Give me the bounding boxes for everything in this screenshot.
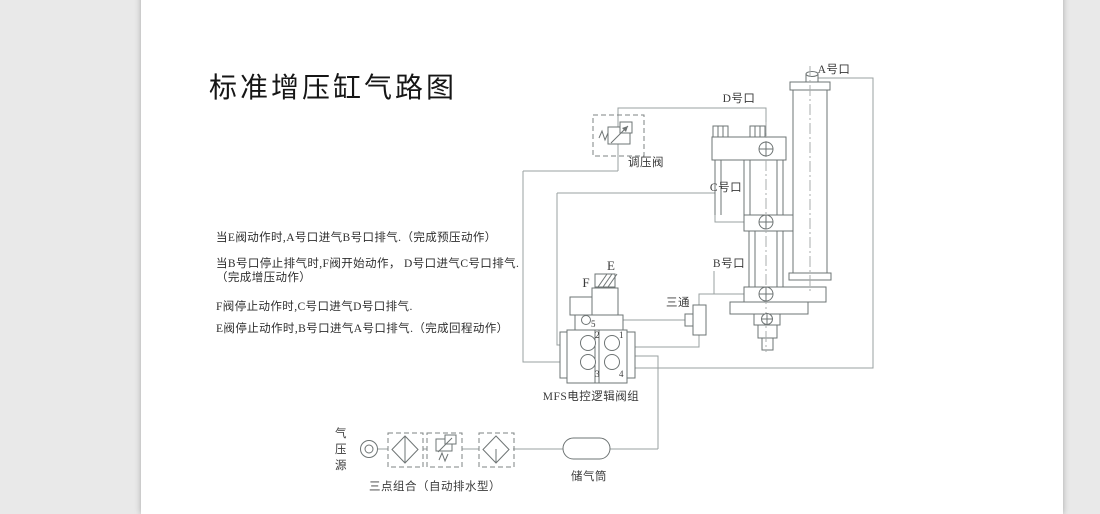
pipe-tee-to-port1	[635, 335, 700, 348]
c-port-boss	[758, 214, 774, 230]
port-number-2: 2	[595, 330, 600, 340]
mount-flange	[729, 301, 809, 315]
tee-fitting	[684, 304, 707, 336]
f-valve-label: F	[582, 275, 589, 290]
port-number-1: 1	[619, 330, 624, 340]
ram-port-boss	[761, 313, 773, 325]
ram-body	[757, 324, 778, 339]
frl-unit	[387, 432, 515, 468]
air-tank-label: 储气筒	[571, 469, 607, 483]
e-valve-label: E	[607, 258, 615, 273]
valve-block-left-tab	[559, 331, 568, 379]
note-preload-action: 当E阀动作时,A号口进气B号口排气.（完成预压动作）	[216, 232, 497, 244]
pipe-a-branch	[635, 77, 874, 369]
valve-block-right-tab	[626, 331, 636, 379]
valve-port-1	[604, 335, 620, 351]
d-port-boss	[758, 141, 774, 157]
cylinder-bottom-plate	[743, 286, 827, 303]
mfs-valve-block: 5 2 1 3 4	[559, 273, 636, 384]
a-port-label: A号口	[818, 63, 851, 76]
filter-box	[387, 432, 424, 468]
tie-rod-nut-left	[712, 125, 729, 138]
booster-cylinder	[711, 66, 832, 352]
note-return-action: E阀停止动作时,B号口进气A号口排气.（完成回程动作）	[216, 323, 509, 335]
port-number-5: 5	[591, 319, 596, 329]
pipe-b-branch	[698, 271, 759, 305]
a-port-fitting-cap	[805, 71, 819, 77]
air-source-char-3: 源	[335, 458, 347, 472]
air-source-char-1: 气	[335, 426, 347, 440]
air-source	[360, 440, 378, 458]
tie-rod-nut-right-lines	[754, 126, 761, 137]
valve-block-divider	[594, 330, 600, 383]
pressure-regulator	[592, 114, 645, 157]
b-port-label: B号口	[713, 257, 745, 270]
port-number-4: 4	[619, 369, 624, 379]
air-source-inner-circle	[364, 444, 374, 454]
tee-bar	[692, 304, 707, 336]
b-port-boss	[758, 286, 774, 302]
upper-tie-rods	[714, 160, 784, 215]
valve-port-3	[580, 354, 596, 370]
tie-rod-nut-right	[749, 125, 766, 138]
port-number-3: 3	[595, 369, 600, 379]
ram-tip	[761, 337, 774, 351]
regulator-arrowhead	[622, 126, 628, 132]
frl-regulator-spring-icon	[438, 451, 449, 463]
lower-tie-rods	[748, 231, 784, 287]
lubricator-box	[478, 432, 515, 468]
f-valve-pilot-cap	[569, 296, 596, 316]
frl-regulator-box	[426, 432, 463, 468]
solenoid-hatch	[597, 273, 618, 288]
valve-port-5	[581, 315, 591, 325]
e-valve-stem	[591, 287, 619, 316]
regulator-label: 调压阀	[628, 155, 664, 169]
air-tank-capsule	[562, 437, 611, 460]
note-f-valve-stop: F阀停止动作时,C号口进气D号口排气.	[216, 301, 413, 313]
regulator-spring-icon	[598, 129, 609, 142]
drawing-title: 标准增压缸气路图	[209, 73, 458, 104]
cylinder-top-plate	[711, 136, 787, 161]
drawing-page	[141, 0, 1063, 514]
tee-label: 三通	[666, 296, 690, 309]
valve-port-4	[604, 354, 620, 370]
pipe-supply-line	[377, 355, 659, 450]
tie-rod-nut-left-lines	[717, 126, 724, 137]
frl-regulator-arrow	[437, 437, 453, 453]
regulator-enclosure	[592, 114, 645, 157]
c-port-label: C号口	[710, 181, 742, 194]
air-source-char-2: 压	[335, 443, 347, 456]
pipes	[377, 77, 874, 450]
valve-group-label: MFS电控逻辑阀组	[543, 389, 640, 403]
note-boost-action: 当B号口停止排气时,F阀开始动作， D号口进气C号口排气. （完成增压动作）	[216, 258, 520, 284]
valve-port-2	[580, 335, 596, 351]
d-port-label: D号口	[723, 92, 756, 105]
frl-label: 三点组合（自动排水型）	[369, 479, 501, 493]
